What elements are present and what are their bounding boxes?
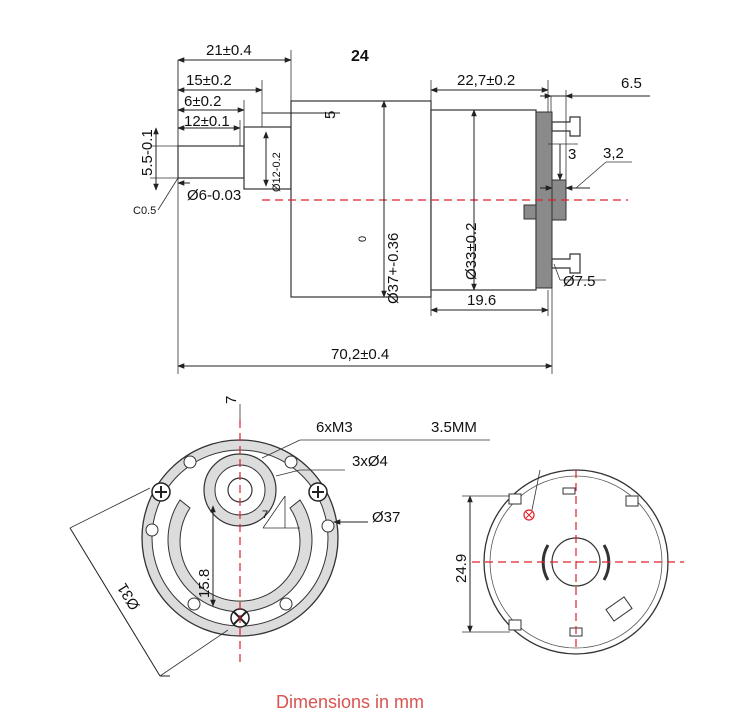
dim-19-6: 19.6 <box>467 292 496 309</box>
dim-24: 24 <box>351 48 369 65</box>
terminal-shoulder <box>523 204 537 220</box>
mount-hole <box>279 597 293 611</box>
dim-c05: C0.5 <box>133 205 156 217</box>
terminal-bottom <box>551 253 581 274</box>
dim-phi12: Ø12-0.2 <box>271 152 283 192</box>
rear-tab <box>562 487 576 495</box>
gearbox-body <box>290 100 432 298</box>
rear-tab <box>508 619 522 631</box>
dim-6-5: 6.5 <box>621 75 642 92</box>
dim-phi6: Ø6-0.03 <box>187 187 241 204</box>
dim-phi37-sup: 0 <box>357 236 369 242</box>
dim-phi37-front: Ø37 <box>372 509 400 526</box>
output-shaft <box>177 145 245 179</box>
dim-70-2: 70,2±0.4 <box>331 346 389 363</box>
mount-hole <box>145 523 159 537</box>
rear-view: 24.9 <box>453 469 684 655</box>
dim-15-8: 15.8 <box>196 569 213 598</box>
side-view: 21±0.4 24 15±0.2 22,7±0.2 6.5 6±0.2 12±0… <box>133 42 650 374</box>
mount-hole <box>183 455 197 469</box>
screw-icon <box>308 482 328 502</box>
dim-phi4: 3xØ4 <box>352 453 388 470</box>
dim-phi7-5: Ø7.5 <box>563 273 596 290</box>
mount-hole <box>187 597 201 611</box>
dim-21: 21±0.4 <box>206 42 252 59</box>
dim-5-5: 5.5-0.1 <box>139 129 156 176</box>
rear-tab <box>508 493 522 505</box>
dim-3-5mm: 3.5MM <box>431 419 477 436</box>
front-view: 7 6xM3 3.5MM 3xØ4 Ø37 15.8 7 Ø31 <box>69 396 490 677</box>
screw-icon <box>151 482 171 502</box>
dim-22-7: 22,7±0.2 <box>457 72 515 89</box>
dim-phi33: Ø33±0.2 <box>463 223 480 280</box>
dim-phi37: Ø37+-0.36 <box>385 233 402 304</box>
mount-hole <box>321 519 335 533</box>
dim-6: 6±0.2 <box>184 93 221 110</box>
dim-12: 12±0.1 <box>184 113 230 130</box>
angle-mark-icon: 7 <box>262 509 268 521</box>
dim-7: 7 <box>223 396 240 404</box>
mount-hole <box>284 455 298 469</box>
caption: Dimensions in mm <box>276 692 424 712</box>
dim-5: 5 <box>322 111 339 119</box>
rear-terminal-block <box>605 596 633 622</box>
front-crescent-slot <box>167 499 313 613</box>
dim-15: 15±0.2 <box>186 72 232 89</box>
dim-24-9: 24.9 <box>453 554 470 583</box>
dim-3-2: 3,2 <box>603 145 624 162</box>
dim-m3: 6xM3 <box>316 419 353 436</box>
dim-3: 3 <box>568 146 576 163</box>
rear-tab <box>625 495 639 507</box>
shaft-collar <box>243 126 292 190</box>
